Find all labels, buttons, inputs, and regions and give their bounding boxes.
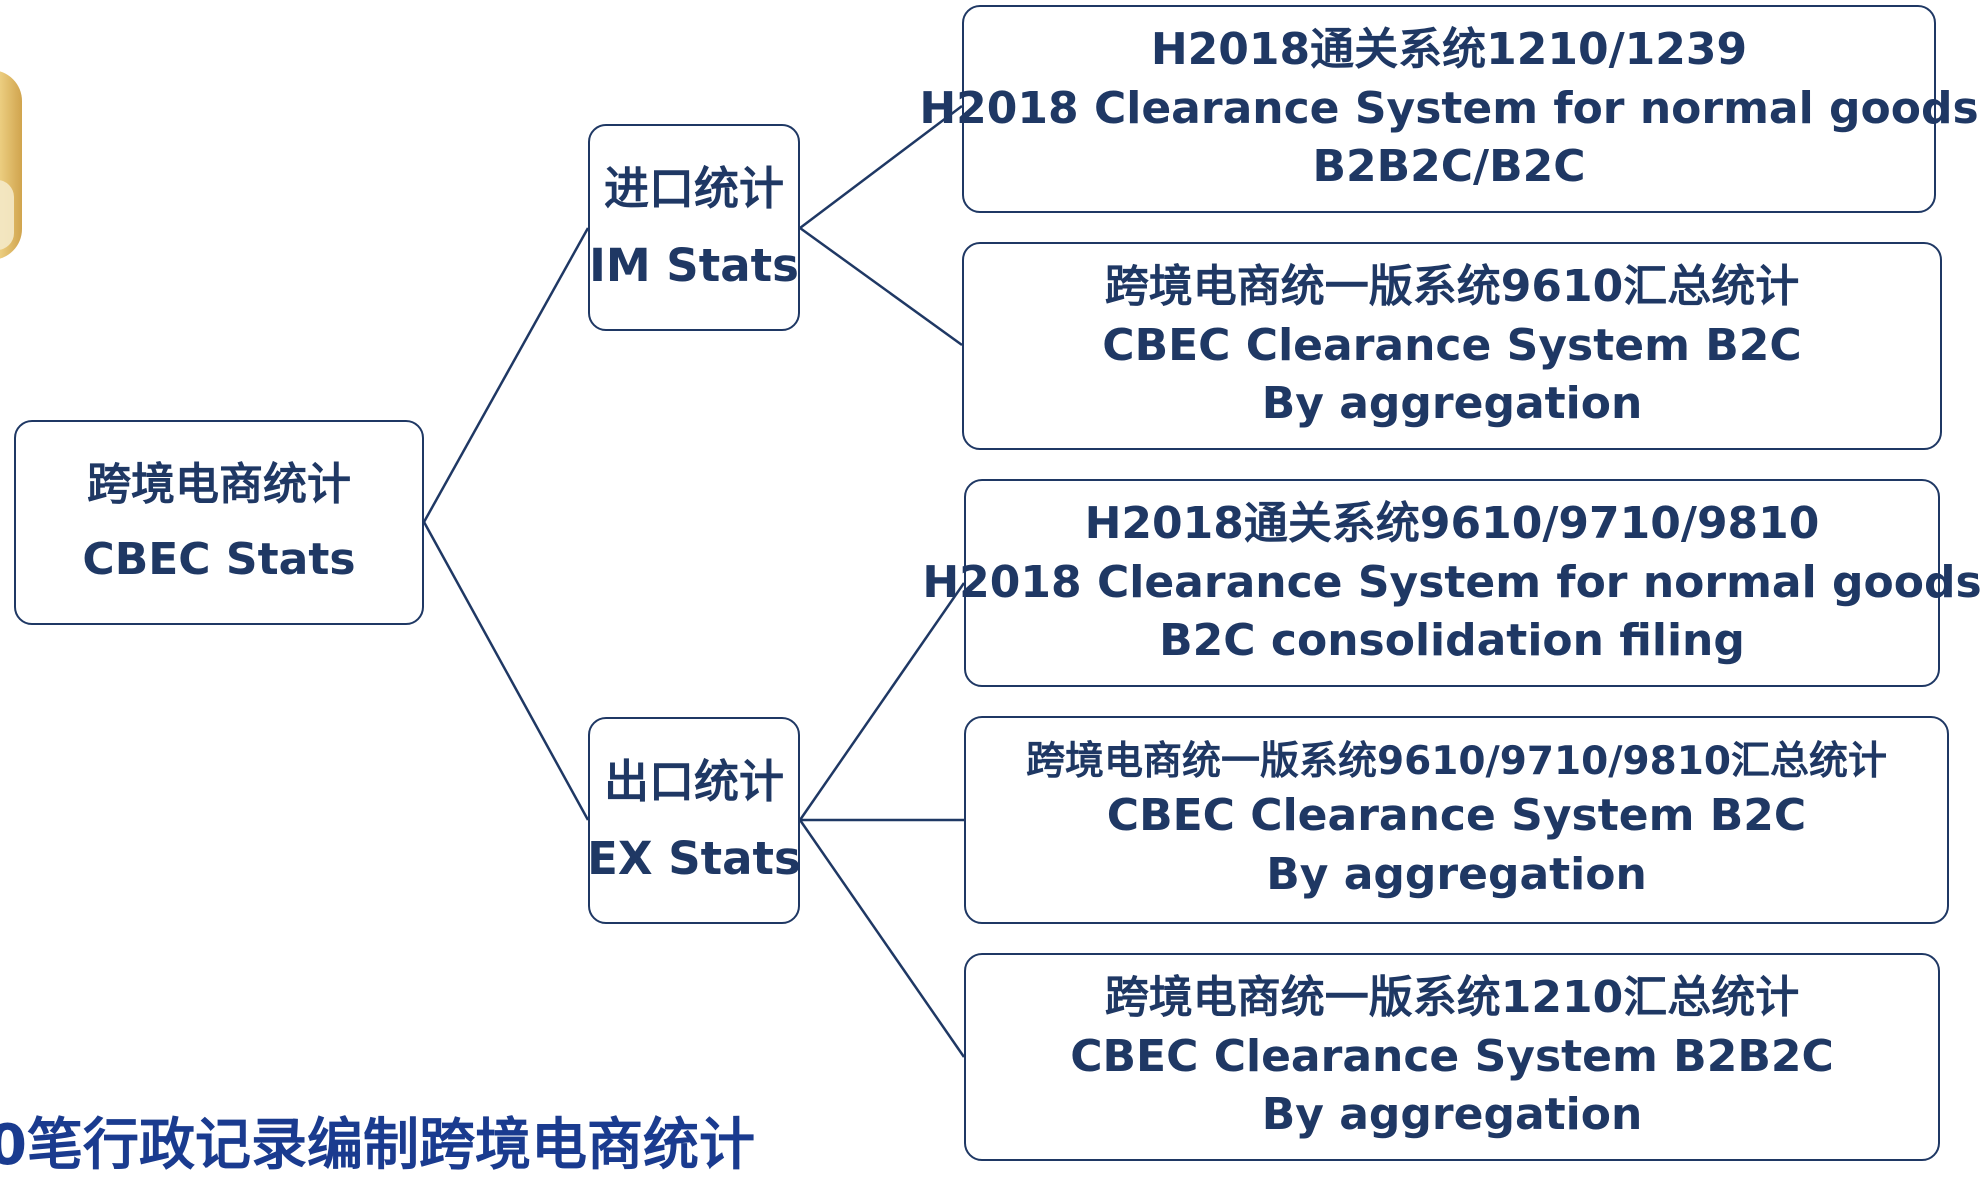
edge-ex-leaf5 xyxy=(798,819,966,1058)
leaf-cbec-9610-import: 跨境电商统一版系统9610汇总统计 CBEC Clearance System … xyxy=(962,242,1942,450)
edge-im-leaf2 xyxy=(799,226,963,347)
leaf-h2018-export: H2018通关系统9610/9710/9810 H2018 Clearance … xyxy=(922,479,1982,687)
leaf-h2018-import: H2018通关系统1210/1239 H2018 Clearance Syste… xyxy=(919,5,1979,213)
leaf-line-2: H2018 Clearance System for normal goods xyxy=(922,556,1982,608)
node-export-stats: 出口统计 EX Stats xyxy=(587,717,801,924)
leaf-line-1: H2018通关系统1210/1239 xyxy=(1150,24,1748,76)
leaf-line-1: H2018通关系统9610/9710/9810 xyxy=(1084,498,1820,550)
diagram: 跨境电商统计 CBEC Stats 进口统计 IM Stats 出口统计 EX … xyxy=(0,5,1982,1174)
leaf-line-2: CBEC Clearance System B2B2C xyxy=(1070,1030,1834,1082)
root-title-cn: 跨境电商统计 xyxy=(87,458,351,510)
leaf-line-1: 跨境电商统一版系统9610/9710/9810汇总统计 xyxy=(1025,738,1888,784)
import-title-en: IM Stats xyxy=(589,238,799,292)
export-title-en: EX Stats xyxy=(587,831,801,885)
leaf-line-2: H2018 Clearance System for normal goods xyxy=(919,82,1979,134)
edge-ex-leaf3 xyxy=(798,582,966,821)
edge-root-im xyxy=(422,227,590,523)
import-title-cn: 进口统计 xyxy=(603,162,784,215)
leaf-line-3: B2C consolidation filing xyxy=(1159,615,1745,667)
edge-root-ex xyxy=(422,521,590,821)
node-import-stats: 进口统计 IM Stats xyxy=(588,124,800,331)
edge-im-leaf1 xyxy=(799,105,963,229)
export-title-cn: 出口统计 xyxy=(603,755,784,808)
root-node-cbec-stats: 跨境电商统计 CBEC Stats xyxy=(14,420,424,625)
leaf-line-3: By aggregation xyxy=(1261,378,1643,430)
leaf-cbec-1210-export: 跨境电商统一版系统1210汇总统计 CBEC Clearance System … xyxy=(964,953,1940,1161)
connector-lines xyxy=(422,105,966,1058)
leaf-line-2: CBEC Clearance System B2C xyxy=(1106,790,1807,842)
leaf-line-3: By aggregation xyxy=(1266,848,1647,900)
root-title-en: CBEC Stats xyxy=(82,533,356,585)
leaf-line-3: By aggregation xyxy=(1261,1089,1643,1141)
slide-caption: 0笔行政记录编制跨境电商统计 xyxy=(0,1113,755,1178)
logo-fragment-icon xyxy=(0,180,14,250)
leaf-line-1: 跨境电商统一版系统9610汇总统计 xyxy=(1104,261,1800,313)
leaf-cbec-9610-9710-9810-export: 跨境电商统一版系统9610/9710/9810汇总统计 CBEC Clearan… xyxy=(964,716,1949,924)
leaf-line-3: B2B2C/B2C xyxy=(1312,141,1586,193)
leaf-line-2: CBEC Clearance System B2C xyxy=(1102,319,1802,371)
leaf-line-1: 跨境电商统一版系统1210汇总统计 xyxy=(1104,972,1800,1024)
